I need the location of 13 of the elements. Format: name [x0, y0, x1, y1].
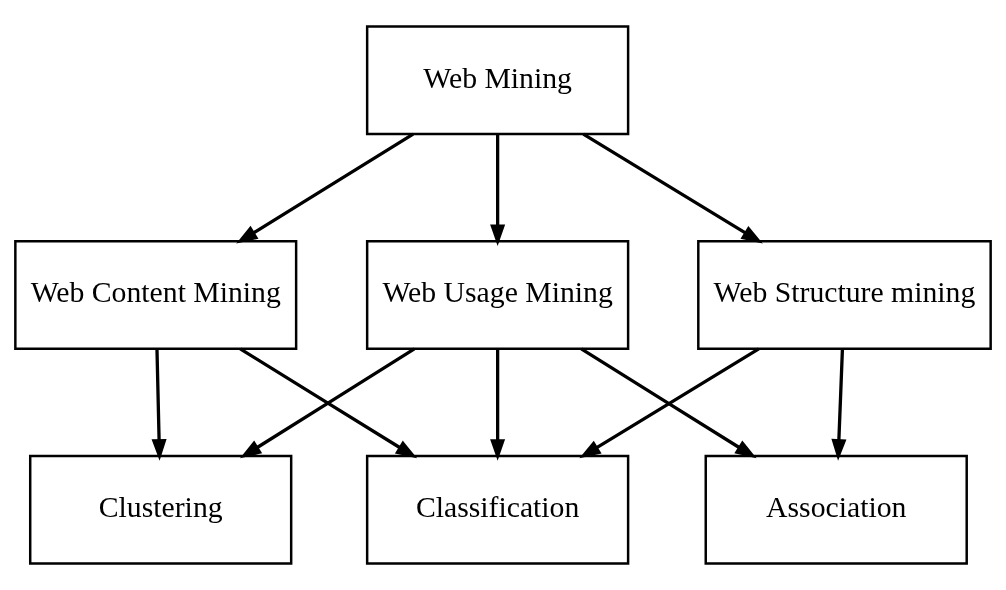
node-box: Clustering	[28, 454, 293, 565]
arrow	[490, 134, 506, 246]
node-box: Classification	[365, 454, 630, 565]
node-box: Web Usage Mining	[365, 240, 630, 350]
arrow	[582, 132, 763, 244]
node-box: Association	[704, 454, 968, 565]
node-box: Web Content Mining	[14, 240, 298, 350]
arrow	[151, 348, 167, 461]
node-box: Web Mining	[365, 25, 630, 136]
arrow	[831, 348, 847, 461]
node-box: Web Structure mining	[697, 240, 992, 350]
arrow	[236, 132, 414, 244]
arrow	[490, 348, 506, 461]
